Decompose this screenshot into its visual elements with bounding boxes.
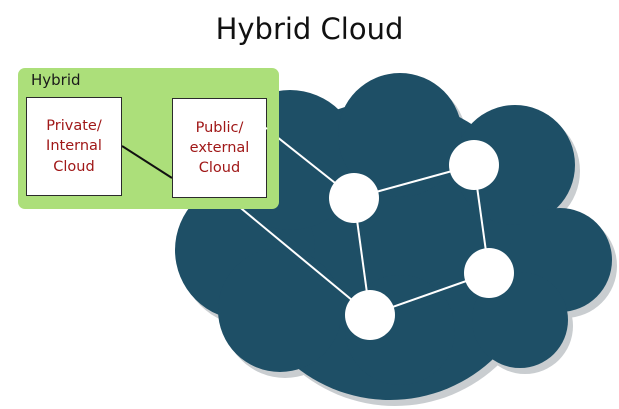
node-3: [464, 248, 514, 298]
public-cloud-label: Public/ external Cloud: [189, 119, 250, 177]
node-4: [345, 290, 395, 340]
link-public-to-node4: [224, 194, 371, 316]
public-cloud-box: Public/ external Cloud: [172, 98, 267, 198]
private-cloud-box: Private/ Internal Cloud: [26, 97, 122, 196]
node-2: [449, 140, 499, 190]
network-nodes: [329, 140, 514, 340]
diagram-title: Hybrid Cloud: [215, 12, 404, 46]
private-cloud-label: Private/ Internal Cloud: [46, 118, 102, 175]
node-1: [329, 173, 379, 223]
hybrid-label: Hybrid: [31, 71, 81, 89]
